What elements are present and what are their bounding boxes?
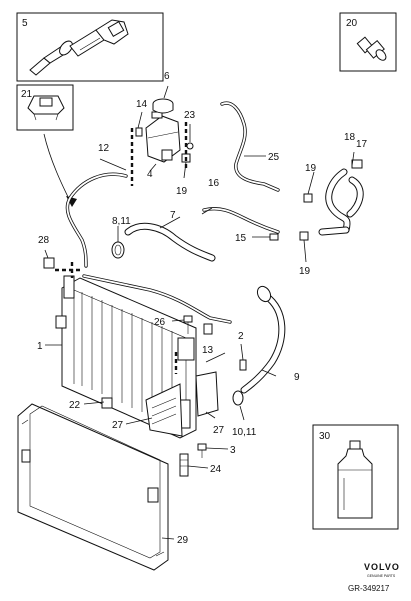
callout-18: 18 — [344, 132, 356, 143]
callout-27-b: 27 — [213, 425, 225, 436]
installation-dash-lines — [54, 122, 188, 374]
tank-cap — [152, 98, 174, 114]
callout-21: 21 — [21, 89, 33, 100]
callout-3: 3 — [230, 445, 236, 456]
hose-9 — [240, 285, 286, 394]
callout-29: 29 — [177, 535, 189, 546]
inset-box-coolant — [312, 424, 399, 530]
brand-logo: VOLVO — [364, 562, 400, 572]
callout-19-a: 19 — [176, 186, 188, 197]
callout-1: 1 — [37, 341, 43, 352]
brand-subtitle: GENUINE PARTS — [367, 574, 396, 578]
inset-box-plug — [339, 12, 397, 72]
pipe-25 — [220, 101, 280, 192]
callout-24: 24 — [210, 464, 222, 475]
callout-20: 20 — [346, 18, 358, 29]
hose-16 — [202, 207, 280, 234]
hose-12 — [65, 172, 128, 268]
overflow-pipe — [82, 274, 232, 324]
fan-bracket — [145, 371, 219, 437]
callout-2: 2 — [238, 331, 244, 342]
mounting-clip-icon — [27, 95, 65, 121]
clamp-8-11 — [111, 241, 125, 259]
drain-plug-24 — [179, 453, 189, 477]
callout-26: 26 — [154, 317, 166, 328]
callout-4: 4 — [147, 169, 153, 180]
clamp-10-11 — [232, 390, 244, 406]
bolt-3 — [197, 443, 207, 458]
callout-13: 13 — [202, 345, 214, 356]
callout-19-c: 19 — [299, 266, 311, 277]
hose-17 — [318, 168, 364, 236]
callout-5: 5 — [22, 18, 28, 29]
callout-9: 9 — [294, 372, 300, 383]
callout-15: 15 — [235, 233, 247, 244]
callout-23: 23 — [184, 110, 196, 121]
temperature-sensor-icon — [29, 19, 129, 76]
inset-box-clip — [16, 84, 74, 131]
callout-22: 22 — [69, 400, 81, 411]
callout-labels: 5 20 21 6 14 23 12 4 19 25 18 17 19 16 8… — [21, 18, 368, 546]
radiator-frame — [17, 403, 169, 571]
callout-27-a: 27 — [112, 420, 124, 431]
callout-14: 14 — [136, 99, 148, 110]
inset-box-sensor — [16, 12, 164, 82]
callout-8-11: 8,11 — [112, 216, 131, 227]
bolt-26 — [183, 315, 193, 334]
drain-plug-icon — [356, 36, 387, 61]
reference-number: GR-349217 — [348, 584, 390, 593]
leader-lines — [44, 85, 355, 540]
brand-block: VOLVO GENUINE PARTS GR-349217 — [348, 562, 400, 593]
callout-6: 6 — [164, 71, 170, 82]
callout-10-11: 10,11 — [232, 427, 257, 438]
callout-17: 17 — [356, 139, 368, 150]
callout-25: 25 — [268, 152, 280, 163]
callout-30: 30 — [319, 431, 331, 442]
callout-16: 16 — [208, 178, 220, 189]
coolant-bottle-icon — [337, 440, 373, 519]
expansion-tank — [145, 111, 181, 163]
callout-19-b: 19 — [305, 163, 317, 174]
hose-7 — [124, 222, 216, 262]
callout-12: 12 — [98, 143, 110, 154]
callout-7: 7 — [170, 210, 176, 221]
callout-28: 28 — [38, 235, 50, 246]
